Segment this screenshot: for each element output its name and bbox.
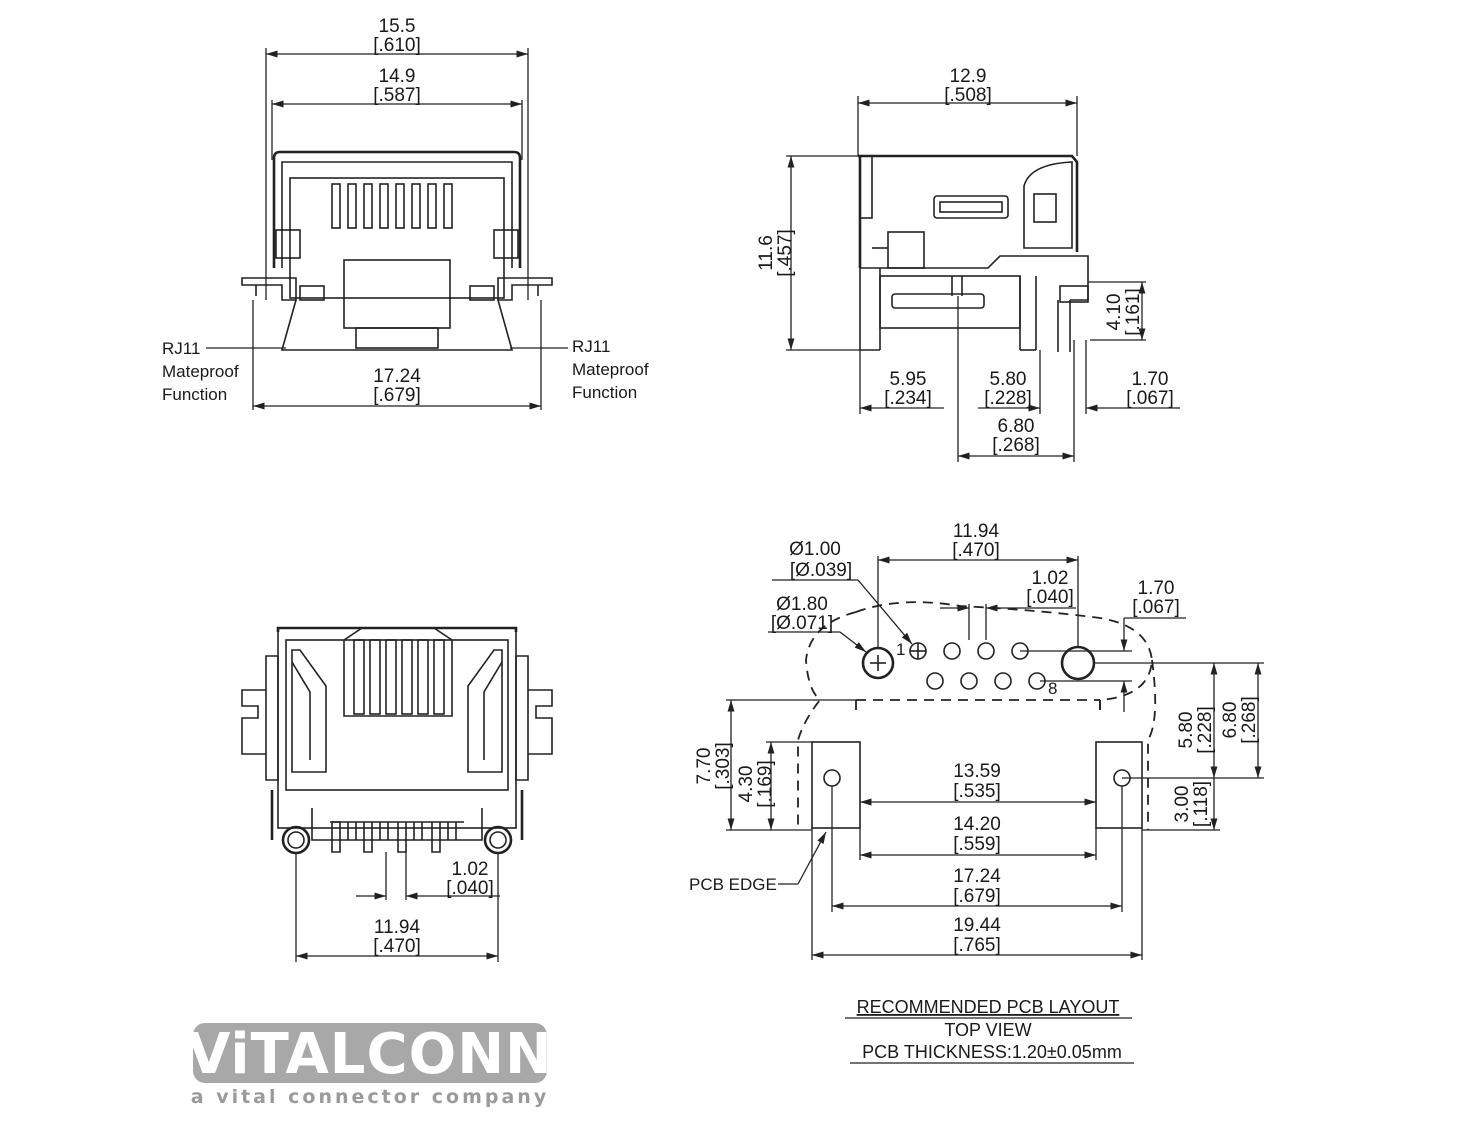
note-line: Mateproof [572,360,649,379]
dim-text: 4.30 [736,766,757,803]
dim-text: 6.80 [1220,702,1241,739]
vitalconn-logo: ViTALCONN a vital connector company [187,1022,553,1108]
dim-text-inch: [.169] [755,760,776,808]
dim-text: Ø1.00 [789,539,841,560]
dim-text-inch: [Ø.039] [790,560,852,581]
dim-text: 15.5 [379,16,416,37]
dim-text: 7.70 [694,748,715,785]
dim-text-inch: [Ø.071] [771,613,833,634]
dim-text-inch: [.587] [373,85,421,106]
dim-text: 14.20 [953,814,1001,835]
dim-text: 11.94 [374,917,421,938]
dim-text-inch: [.268] [992,435,1040,456]
dim-text: 3.00 [1172,786,1193,823]
dim-text: 17.24 [953,866,1001,887]
dim-text-inch: [.470] [373,936,421,957]
dim-text: 1.02 [1032,568,1069,589]
dim-text-inch: [.268] [1239,696,1260,744]
note-line: RJ11 [162,339,200,358]
bottom-view: 11.94 [.470] 1.02 [.040] [241,626,553,962]
dim-text: 11.94 [953,521,1000,542]
pcb-title: RECOMMENDED PCB LAYOUT [857,997,1120,1017]
dim-text: 5.80 [990,369,1027,390]
note-line: RJ11 [572,337,610,356]
dim-text: 1.70 [1132,369,1169,390]
dim-text-inch: [.161] [1123,288,1144,336]
dim-text-inch: [.535] [953,781,1001,802]
dim-text-inch: [.040] [446,878,494,899]
dim-text-inch: [.457] [775,229,796,277]
dim-text: 4.10 [1104,294,1125,331]
dim-text: 17.24 [373,366,421,387]
pin-holes [909,642,1046,690]
dim-text-inch: [.040] [1026,587,1074,608]
dim-text-inch: [.118] [1191,781,1212,827]
pin-8-label: 8 [1048,679,1057,698]
note-line: Function [162,385,227,404]
dim-text-inch: [.303] [713,742,734,790]
dim-text-inch: [.679] [373,385,421,406]
dim-text: 5.80 [1176,712,1197,749]
dim-text: 13.59 [953,761,1001,782]
pin-1-label: 1 [896,640,905,659]
dim-text-inch: [.470] [952,540,1000,561]
dim-text-inch: [.559] [953,834,1001,855]
pin-row [330,821,464,853]
dim-text-inch: [.234] [884,388,932,409]
pcb-edge-label: PCB EDGE [689,875,777,894]
logo-plate [193,1023,547,1083]
pcb-layout: 1 8 11.94 [.470] Ø1.00 [Ø.039] Ø1.80 [Ø.… [689,521,1264,1064]
side-view: 12.9 [.508] 11.6 [.457] [756,66,1180,462]
dim-text-inch: [.765] [953,935,1001,956]
dim-text: 5.95 [890,369,927,390]
dim-text-inch: [.228] [1195,706,1216,754]
pcb-thickness: PCB THICKNESS:1.20±0.05mm [862,1042,1122,1062]
logo-brand: ViTALCONN [187,1022,553,1087]
dim-text: 1.70 [1138,578,1175,599]
dim-text-inch: [.508] [944,85,992,106]
contact-slots [353,639,445,715]
contact-pins [331,183,453,229]
dim-text-inch: [.679] [953,886,1001,907]
logo-tagline: a vital connector company [191,1086,549,1108]
dim-text-inch: [.228] [984,388,1032,409]
dim-text-inch: [.067] [1132,597,1180,618]
dim-text: 14.9 [379,66,416,87]
note-line: Mateproof [162,362,239,381]
dim-text: 6.80 [998,416,1035,437]
dim-text: 12.9 [950,66,987,87]
dim-text: Ø1.80 [776,594,828,615]
dim-text: 19.44 [953,915,1001,936]
dim-text: 11.6 [756,235,777,271]
dim-text: 1.02 [452,859,489,880]
dim-text-inch: [.610] [373,35,421,56]
dim-text-inch: [.067] [1126,388,1174,409]
front-view: 15.5 [.610] 14.9 [.587] [162,16,649,410]
note-line: Function [572,383,637,402]
pcb-subtitle: TOP VIEW [944,1020,1031,1040]
